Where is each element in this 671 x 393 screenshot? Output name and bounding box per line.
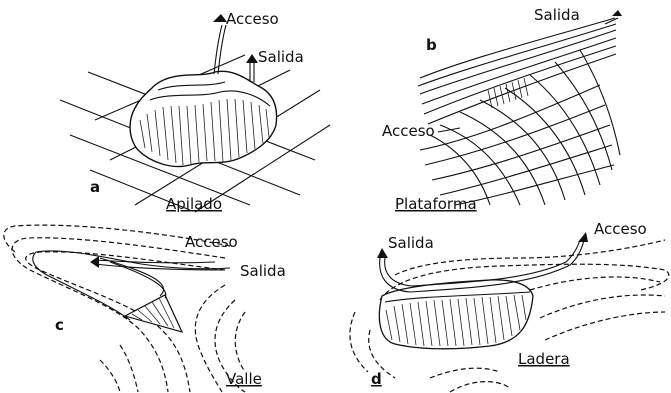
panel-a: Acceso Salida a Apilado [60, 10, 330, 213]
panel-d-access-label: Acceso [594, 220, 647, 238]
panel-b: Salida b Acceso Plataforma [382, 6, 622, 213]
panel-a-access-label: Acceso [226, 10, 279, 28]
panel-d-access-arrowhead [578, 232, 588, 242]
panel-b-grid [420, 50, 620, 205]
panel-c-exit-arrowhead [90, 256, 99, 268]
panel-c-roads [95, 258, 225, 298]
panel-c-exit-label: Salida [240, 262, 286, 280]
panel-d-letter: d [371, 370, 382, 388]
panel-b-exit-arrowhead [612, 10, 622, 16]
panel-d-exit-arrowhead [377, 248, 388, 258]
panel-c-title: Valle [226, 370, 262, 388]
panel-a-letter: a [90, 178, 100, 196]
panel-b-letter: b [426, 36, 437, 54]
panel-c-fill [125, 295, 182, 332]
panel-a-title: Apilado [166, 195, 222, 213]
panel-c-access-label: Acceso [185, 233, 238, 251]
panel-b-slope-lines [418, 18, 616, 124]
panel-a-exit-label: Salida [258, 48, 304, 66]
panel-b-title: Plataforma [395, 195, 477, 213]
panel-a-exit-arrowhead [246, 54, 258, 63]
panel-d-fill [379, 280, 533, 349]
panel-d-title: Ladera [518, 350, 570, 368]
panel-d: Salida Acceso Ladera d [350, 220, 669, 392]
panel-d-exit-label: Salida [388, 234, 434, 252]
panel-a-access-arrowhead [213, 14, 227, 22]
panel-a-mound [130, 71, 276, 166]
panel-b-exit-label: Salida [534, 6, 580, 24]
panel-c: Acceso Salida c Valle [4, 225, 286, 392]
panel-b-access-label: Acceso [382, 122, 435, 140]
panel-c-letter: c [55, 316, 64, 334]
